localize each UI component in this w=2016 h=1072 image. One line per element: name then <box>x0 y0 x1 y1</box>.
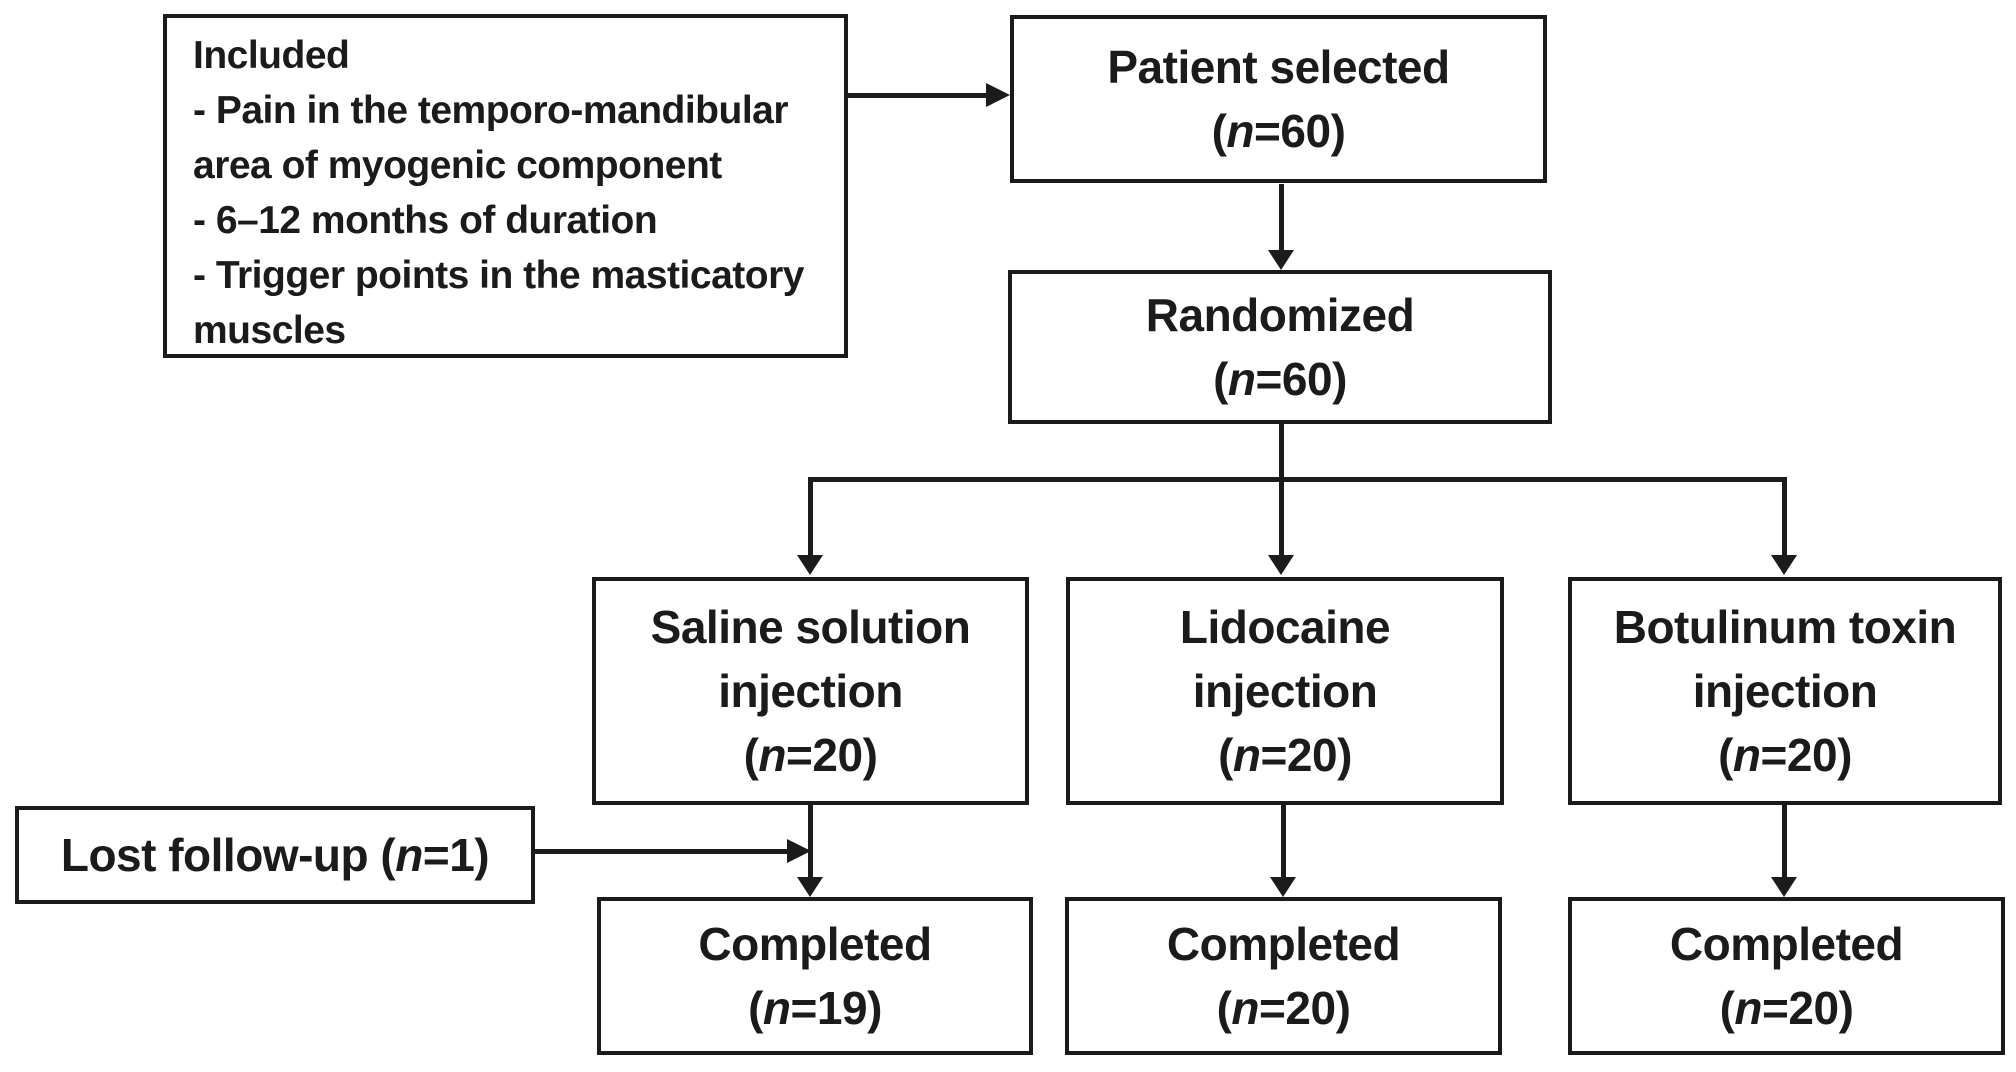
arrowhead-down-icon <box>1268 250 1294 270</box>
node-label: Botulinum toxin <box>1613 601 1957 653</box>
node-count: (n=20) <box>1216 982 1351 1034</box>
saline-injection-box: Saline solution injection (n=20) <box>592 577 1029 805</box>
connector-branch-to-botulinum <box>1782 477 1787 555</box>
connector-patient-to-randomized <box>1279 184 1284 250</box>
node-label: Lidocaine <box>1179 601 1391 653</box>
lidocaine-injection-box: Lidocaine injection (n=20) <box>1066 577 1504 805</box>
node-label: Saline solution <box>650 601 971 653</box>
connector-lidocaine-to-completed <box>1281 805 1286 877</box>
criteria-line: - Trigger points in the masticatory <box>193 254 804 297</box>
completed-lidocaine-box: Completed (n=20) <box>1065 897 1502 1055</box>
node-count: (n=19) <box>748 982 882 1034</box>
node-label: Completed <box>1166 918 1401 970</box>
node-count: (n=60) <box>1211 105 1346 157</box>
connector-branch-to-lidocaine <box>1279 482 1284 555</box>
node-label: Completed <box>698 918 932 970</box>
criteria-line: area of myogenic component <box>193 144 722 187</box>
arrowhead-right-icon <box>986 83 1010 107</box>
node-label: injection <box>718 665 903 717</box>
arrowhead-down-icon <box>797 877 823 897</box>
branch-horizontal-line <box>808 477 1787 482</box>
arrowhead-right-icon <box>787 839 811 863</box>
criteria-line: muscles <box>193 309 346 352</box>
arrowhead-down-icon <box>797 555 823 575</box>
completed-saline-box: Completed (n=19) <box>597 897 1033 1055</box>
node-label: injection <box>1192 665 1378 717</box>
node-count: (n=20) <box>1718 729 1852 781</box>
node-count: (n=20) <box>1719 982 1854 1034</box>
lost-label: Lost follow-up <box>60 829 369 881</box>
node-label: Patient selected <box>1107 41 1450 93</box>
arrowhead-down-icon <box>1771 555 1797 575</box>
connector-branch-to-saline <box>808 477 813 555</box>
connector-lost-to-saline-line <box>535 849 787 854</box>
randomized-box: Randomized (n=60) <box>1008 270 1552 424</box>
arrowhead-down-icon <box>1771 877 1797 897</box>
botulinum-toxin-injection-box: Botulinum toxin injection (n=20) <box>1568 577 2002 805</box>
completed-botulinum-box: Completed (n=20) <box>1568 897 2005 1055</box>
lost-follow-up-box: Lost follow-up (n=1) <box>15 806 535 904</box>
node-label: injection <box>1692 665 1878 717</box>
node-count: (n=20) <box>743 729 878 781</box>
arrowhead-down-icon <box>1268 555 1294 575</box>
patient-selected-box: Patient selected (n=60) <box>1010 15 1547 183</box>
node-label: Completed <box>1669 918 1904 970</box>
criteria-title: Included <box>193 34 350 77</box>
connector-included-to-patient <box>848 93 988 98</box>
arrowhead-down-icon <box>1270 877 1296 897</box>
node-count: (n=1) <box>380 829 490 881</box>
connector-randomized-to-branch <box>1279 424 1284 479</box>
node-label: Lost follow-up (n=1) <box>60 823 490 887</box>
inclusion-criteria-box: Included - Pain in the temporo-mandibula… <box>163 14 848 358</box>
node-count: (n=60) <box>1213 353 1347 405</box>
criteria-line: - 6–12 months of duration <box>193 199 658 242</box>
node-count: (n=20) <box>1218 729 1352 781</box>
connector-botulinum-to-completed <box>1782 805 1787 877</box>
criteria-line: - Pain in the temporo-mandibular <box>193 89 789 132</box>
node-label: Randomized <box>1145 289 1415 341</box>
